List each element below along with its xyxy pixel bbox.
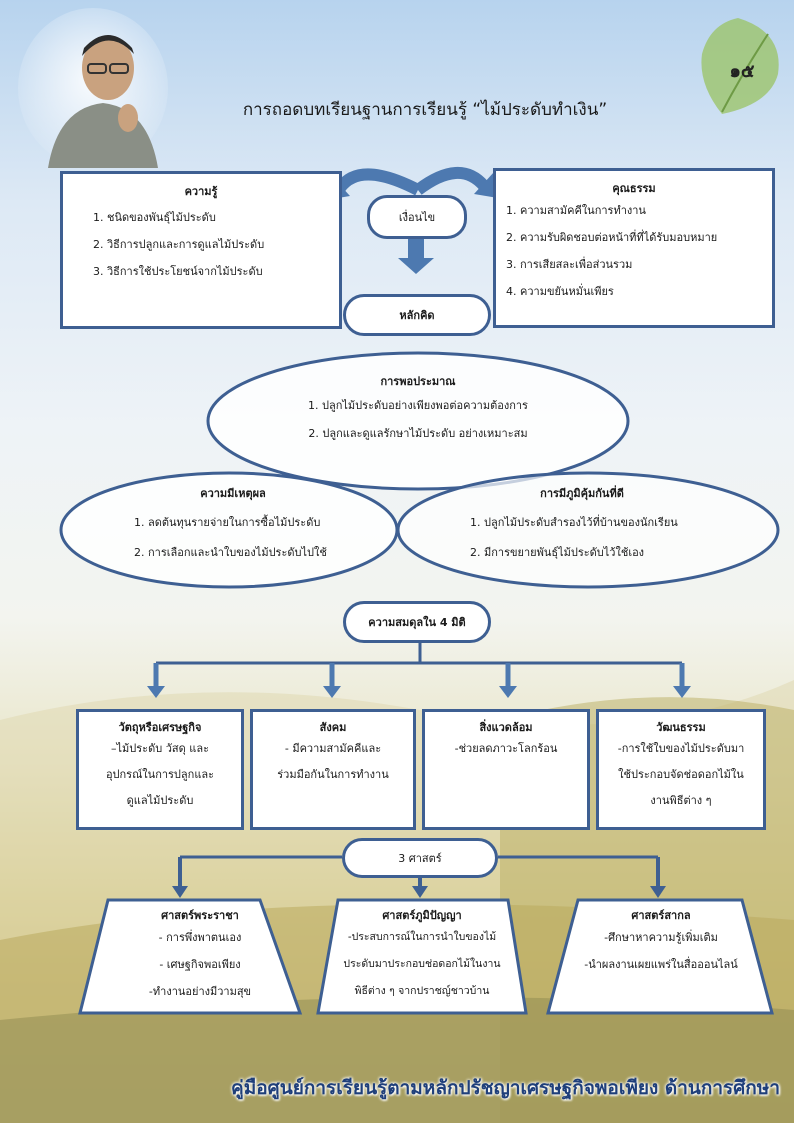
dimension-line: อุปกรณ์ในการปลูกและ bbox=[105, 768, 215, 781]
page-number: ๑๕ bbox=[729, 61, 755, 82]
leaf-icon bbox=[701, 18, 779, 114]
science-line: -ประสบการณ์ในการนำใบของไม้ bbox=[347, 931, 497, 943]
dimension-line: ร่วมมือกันในการทำงาน bbox=[277, 768, 389, 781]
dimension-line: - มีความสามัคคีและ bbox=[284, 742, 382, 755]
footer-title: คู่มือศูนย์การเรียนรู้ตามหลักปรัชญาเศรษฐ… bbox=[231, 1077, 780, 1099]
sciences-label: 3 ศาสตร์ bbox=[342, 838, 498, 878]
immunity-heading: การมีภูมิคุ้มกันที่ดี bbox=[540, 487, 624, 500]
dimension-heading: วัฒนธรรม bbox=[656, 721, 706, 734]
virtue-item: 1. ความสามัคคีในการทำงาน bbox=[506, 204, 646, 217]
science-line: - เศษฐกิจพอเพียง bbox=[159, 958, 241, 971]
science-heading: ศาสตร์พระราชา bbox=[161, 909, 239, 922]
page-title: การถอดบทเรียนฐานการเรียนรู้ “ไม้ประดับทำ… bbox=[242, 100, 608, 120]
immunity-item: 2. มีการขยายพันธุ์ไม้ประดับไว้ใช้เอง bbox=[470, 546, 645, 559]
dimension-box: สังคม - มีความสามัคคีและ ร่วมมือกันในการ… bbox=[250, 709, 416, 830]
dimension-line: งานพิธีต่าง ๆ bbox=[650, 794, 712, 807]
dimension-line: -ช่วยลดภาวะโลกร้อน bbox=[454, 742, 558, 755]
dimension-heading: สิ่งแวดล้อม bbox=[479, 721, 533, 734]
knowledge-item: 2. วิธีการปลูกและการดูแลไม้ประดับ bbox=[93, 238, 265, 251]
knowledge-item: 1. ชนิดของพันธุ์ไม้ประดับ bbox=[93, 211, 216, 224]
dimension-line: ดูแลไม้ประดับ bbox=[126, 794, 194, 807]
science-heading: ศาสตร์ภูมิปัญญา bbox=[382, 909, 462, 922]
science-line: พิธีต่าง ๆ จากปราชญ์ชาวบ้าน bbox=[354, 985, 490, 997]
science-line: -นำผลงานเผยแพร่ในสื่อออนไลน์ bbox=[584, 958, 738, 971]
virtue-item: 2. ความรับผิดชอบต่อหน้าที่ที่ได้รับมอบหม… bbox=[506, 231, 718, 244]
dimension-line: ใช้ประกอบจัดช่อดอกไม้ใน bbox=[618, 768, 744, 781]
dimension-heading: สังคม bbox=[319, 721, 347, 734]
science-line: - การพึ่งพาตนเอง bbox=[158, 931, 242, 944]
knowledge-box: ความรู้ 1. ชนิดของพันธุ์ไม้ประดับ 2. วิธ… bbox=[60, 171, 342, 329]
reasonableness-block: ความมีเหตุผล 1. ลดต้นทุนรายจ่ายในการซื้อ… bbox=[118, 484, 378, 568]
moderation-item: 1. ปลูกไม้ประดับอย่างเพียงพอต่อความต้องก… bbox=[308, 399, 528, 412]
virtue-item: 4. ความขยันหมั่นเพียร bbox=[506, 285, 614, 298]
moderation-heading: การพอประมาณ bbox=[380, 375, 456, 388]
reasonableness-item: 2. การเลือกและนำใบของไม้ประดับไปใช้ bbox=[134, 546, 327, 559]
portrait-image bbox=[18, 8, 168, 168]
knowledge-item: 3. วิธีการใช้ประโยชน์จากไม้ประดับ bbox=[93, 265, 263, 278]
reasonableness-item: 1. ลดต้นทุนรายจ่ายในการซื้อไม้ประดับ bbox=[134, 516, 321, 529]
science-block: ศาสตร์สากล -ศึกษาหาความรู้เพิ่มเติม -นำผ… bbox=[566, 906, 756, 978]
science-line: ประดับมาประกอบช่อดอกไม้ในงาน bbox=[343, 958, 501, 970]
virtue-box: คุณธรรม 1. ความสามัคคีในการทำงาน 2. ความ… bbox=[493, 168, 775, 328]
dimension-line: –ไม้ประดับ วัสดุ และ bbox=[111, 742, 209, 755]
science-line: -ทำงานอย่างมีวามสุข bbox=[148, 985, 252, 998]
immunity-block: การมีภูมิคุ้มกันที่ดี 1. ปลูกไม้ประดับสำ… bbox=[452, 484, 752, 568]
immunity-item: 1. ปลูกไม้ประดับสำรองไว้ที่บ้านของนักเรี… bbox=[470, 516, 678, 529]
dimension-line: -การใช้ใบของไม้ประดับมา bbox=[617, 742, 745, 755]
science-line: -ศึกษาหาความรู้เพิ่มเติม bbox=[604, 931, 718, 944]
balance-label: ความสมดุลใน 4 มิติ bbox=[343, 601, 491, 643]
science-heading: ศาสตร์สากล bbox=[631, 909, 691, 922]
dimension-heading: วัตถุหรือเศรษฐกิจ bbox=[118, 721, 202, 734]
dimension-box: วัตถุหรือเศรษฐกิจ –ไม้ประดับ วัสดุ และ อ… bbox=[76, 709, 244, 830]
principle-label: หลักคิด bbox=[343, 294, 491, 336]
science-block: ศาสตร์พระราชา - การพึ่งพาตนเอง - เศษฐกิจ… bbox=[110, 906, 290, 1005]
virtue-item: 3. การเสียสละเพื่อส่วนรวม bbox=[506, 258, 633, 271]
condition-label: เงื่อนไข bbox=[367, 195, 467, 239]
moderation-item: 2. ปลูกและดูแลรักษาไม้ประดับ อย่างเหมาะส… bbox=[308, 427, 528, 440]
virtue-heading: คุณธรรม bbox=[612, 182, 656, 195]
dimension-box: วัฒนธรรม -การใช้ใบของไม้ประดับมา ใช้ประก… bbox=[596, 709, 766, 830]
knowledge-heading: ความรู้ bbox=[184, 185, 218, 198]
reasonableness-heading: ความมีเหตุผล bbox=[200, 487, 266, 500]
dimension-box: สิ่งแวดล้อม -ช่วยลดภาวะโลกร้อน bbox=[422, 709, 590, 830]
moderation-block: การพอประมาณ 1. ปลูกไม้ประดับอย่างเพียงพอ… bbox=[258, 372, 578, 448]
science-block: ศาสตร์ภูมิปัญญา -ประสบการณ์ในการนำใบของไ… bbox=[318, 906, 526, 1005]
